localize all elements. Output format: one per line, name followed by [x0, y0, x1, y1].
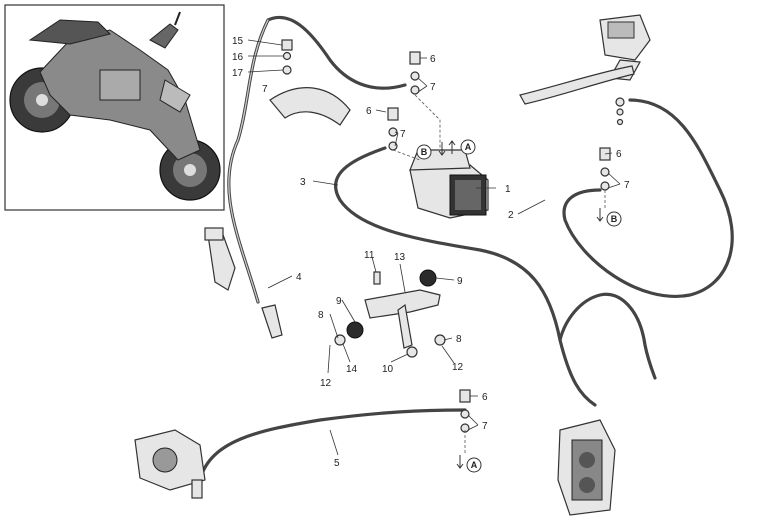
motorcycle-inset [4, 4, 225, 211]
rubber-mount [419, 269, 437, 287]
callout-7-c: 7 [624, 180, 630, 191]
reference-marker-a-top: A [460, 139, 476, 155]
callout-2: 2 [508, 210, 514, 221]
reference-marker-a-bottom: A [466, 457, 482, 473]
front-master-cylinder [519, 14, 651, 126]
callout-13: 13 [394, 252, 406, 263]
callout-7-b: 7 [400, 129, 406, 140]
hose-3 [333, 146, 597, 407]
direction-arrows [438, 140, 604, 469]
rubber-mount [346, 321, 364, 339]
hose-5 [198, 408, 467, 482]
callout-6-a: 6 [430, 54, 436, 65]
callout-3: 3 [300, 177, 306, 188]
callout-4: 4 [296, 272, 302, 283]
callout-10: 10 [382, 364, 394, 375]
abs-modulator [409, 149, 489, 219]
callout-12-a: 12 [452, 362, 464, 373]
bracket-assembly [334, 269, 446, 358]
callout-8-b: 8 [456, 334, 462, 345]
brake-hoses [198, 15, 734, 482]
hose-front-right [558, 292, 657, 380]
motorcycle-silhouette [9, 11, 221, 201]
callout-7-e: 7 [262, 84, 268, 95]
front-right-caliper [557, 419, 616, 516]
rear-master-cylinder [204, 227, 283, 339]
reference-marker-b-right: B [606, 211, 622, 227]
brake-lever [519, 65, 635, 105]
callout-6-d: 6 [482, 392, 488, 403]
callout-16: 16 [232, 52, 244, 63]
callout-7-d: 7 [482, 421, 488, 432]
fork-clamp-bracket [269, 87, 351, 126]
callout-9-a: 9 [457, 276, 463, 287]
callout-14: 14 [346, 364, 358, 375]
reference-markers: A B A B A [416, 139, 622, 473]
leader-lines [247, 39, 621, 456]
svg-text:B: B [421, 147, 428, 157]
callout-17: 17 [232, 68, 244, 79]
reference-lines [392, 94, 606, 455]
callout-9-b: 9 [336, 296, 342, 307]
callout-15: 15 [232, 36, 244, 47]
callout-11: 11 [364, 250, 375, 261]
callout-8-a: 8 [318, 310, 324, 321]
svg-text:A: A [465, 142, 472, 152]
callout-6-c: 6 [616, 149, 622, 160]
svg-text:A: A [471, 460, 478, 470]
reference-marker-b-top: B [416, 144, 432, 160]
callout-1: 1 [505, 184, 511, 195]
callout-6-b: 6 [366, 106, 372, 117]
rear-caliper [134, 429, 206, 499]
callout-12-b: 12 [320, 378, 332, 389]
svg-text:B: B [611, 214, 618, 224]
callout-5: 5 [334, 458, 340, 469]
callout-labels: 1 2 3 4 5 6 6 6 6 7 7 7 7 7 8 8 9 9 10 1… [232, 36, 630, 469]
hose-2 [562, 98, 734, 298]
hose-rear-long [227, 15, 407, 304]
callout-7-a: 7 [430, 82, 436, 93]
